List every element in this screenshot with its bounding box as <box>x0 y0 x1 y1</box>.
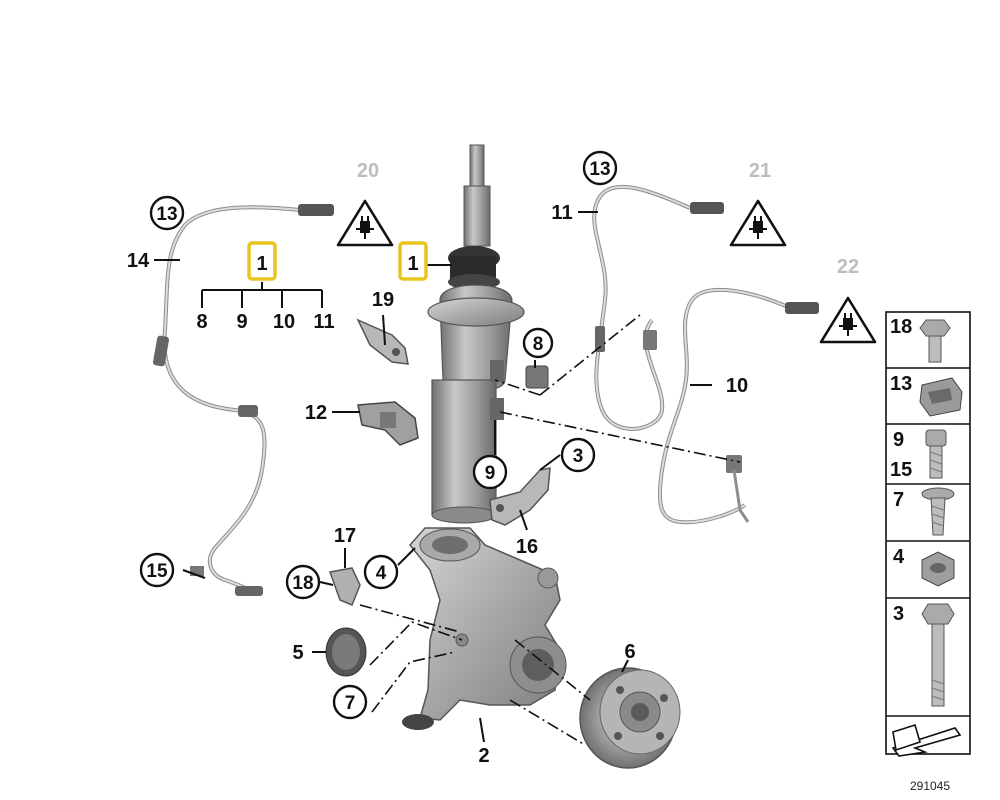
bracket-16 <box>489 467 551 526</box>
callout-14: 14 <box>127 250 150 272</box>
nut-4-icon <box>921 551 955 587</box>
callout-circles <box>139 150 618 720</box>
plug-warning-icon <box>729 199 787 247</box>
callout-17: 17 <box>334 525 356 547</box>
callout-7: 7 <box>345 693 356 714</box>
plug-warning-icon <box>336 199 394 247</box>
hardware-panel: 18 13 9 15 7 4 3 <box>885 311 971 757</box>
bracket-18 <box>328 567 361 606</box>
callout-15: 15 <box>146 561 168 582</box>
panel-label-3: 3 <box>893 603 904 625</box>
left-sensor-cable <box>152 204 334 596</box>
callout-19: 19 <box>372 289 394 311</box>
callout-8-holder: 8 <box>533 334 544 355</box>
leader-lines <box>154 211 712 743</box>
diagram-number: 291045 <box>910 779 950 793</box>
callout-21: 21 <box>749 160 771 182</box>
highlight-box <box>247 241 277 281</box>
callout-labels: 20 21 22 13 13 14 1 1 8 9 10 11 19 8 11 … <box>127 159 859 767</box>
callout-18: 18 <box>292 573 313 594</box>
holder-8 <box>525 365 549 389</box>
wheel-hub <box>579 667 681 769</box>
panel-label-13: 13 <box>890 373 912 395</box>
callout-11-cable: 11 <box>551 202 572 224</box>
assembly-lines <box>359 314 741 746</box>
callout-2: 2 <box>478 745 489 767</box>
highlight-box <box>398 241 428 281</box>
callout-11-group: 11 <box>313 311 334 333</box>
callout-9-bracket: 9 <box>485 463 496 484</box>
bolt-7-icon <box>921 487 955 536</box>
callout-12: 12 <box>305 402 327 424</box>
right-sensor-cable-10 <box>657 287 819 525</box>
callout-3-bolt: 3 <box>573 446 584 467</box>
callout-4: 4 <box>376 563 387 584</box>
callout-20: 20 <box>357 160 379 182</box>
steering-knuckle <box>402 527 567 730</box>
panel-label-4: 4 <box>893 546 905 568</box>
dust-cap-5 <box>325 627 367 677</box>
callout-6: 6 <box>624 641 635 663</box>
callout-10-cable: 10 <box>726 375 748 397</box>
callout-9-group: 9 <box>236 311 247 333</box>
callout-8-group: 8 <box>196 311 207 333</box>
screw-9-15-icon <box>925 429 947 479</box>
panel-label-15: 15 <box>890 459 912 481</box>
panel-label-7: 7 <box>893 489 904 511</box>
callout-22: 22 <box>837 256 859 278</box>
arrow-icon <box>891 723 962 757</box>
panel-label-18: 18 <box>890 316 912 338</box>
callout-10-group: 10 <box>273 311 295 333</box>
bolt-18-icon <box>919 319 951 363</box>
plug-warning-icon <box>819 296 877 344</box>
bracket-12 <box>357 401 419 446</box>
clip-13-icon <box>919 377 963 417</box>
callout-1-group: 1 <box>256 253 267 275</box>
callout-5: 5 <box>292 642 303 664</box>
right-sensor-cable-11 <box>592 184 724 431</box>
callout-13-left: 13 <box>156 204 177 225</box>
callout-13-right: 13 <box>589 159 610 180</box>
bracket-19 <box>356 318 409 365</box>
callout-16: 16 <box>516 536 538 558</box>
bolt-3-icon <box>921 603 955 707</box>
strut-assembly <box>427 144 525 524</box>
callout-1-strut: 1 <box>407 253 418 275</box>
panel-label-9: 9 <box>893 429 904 451</box>
